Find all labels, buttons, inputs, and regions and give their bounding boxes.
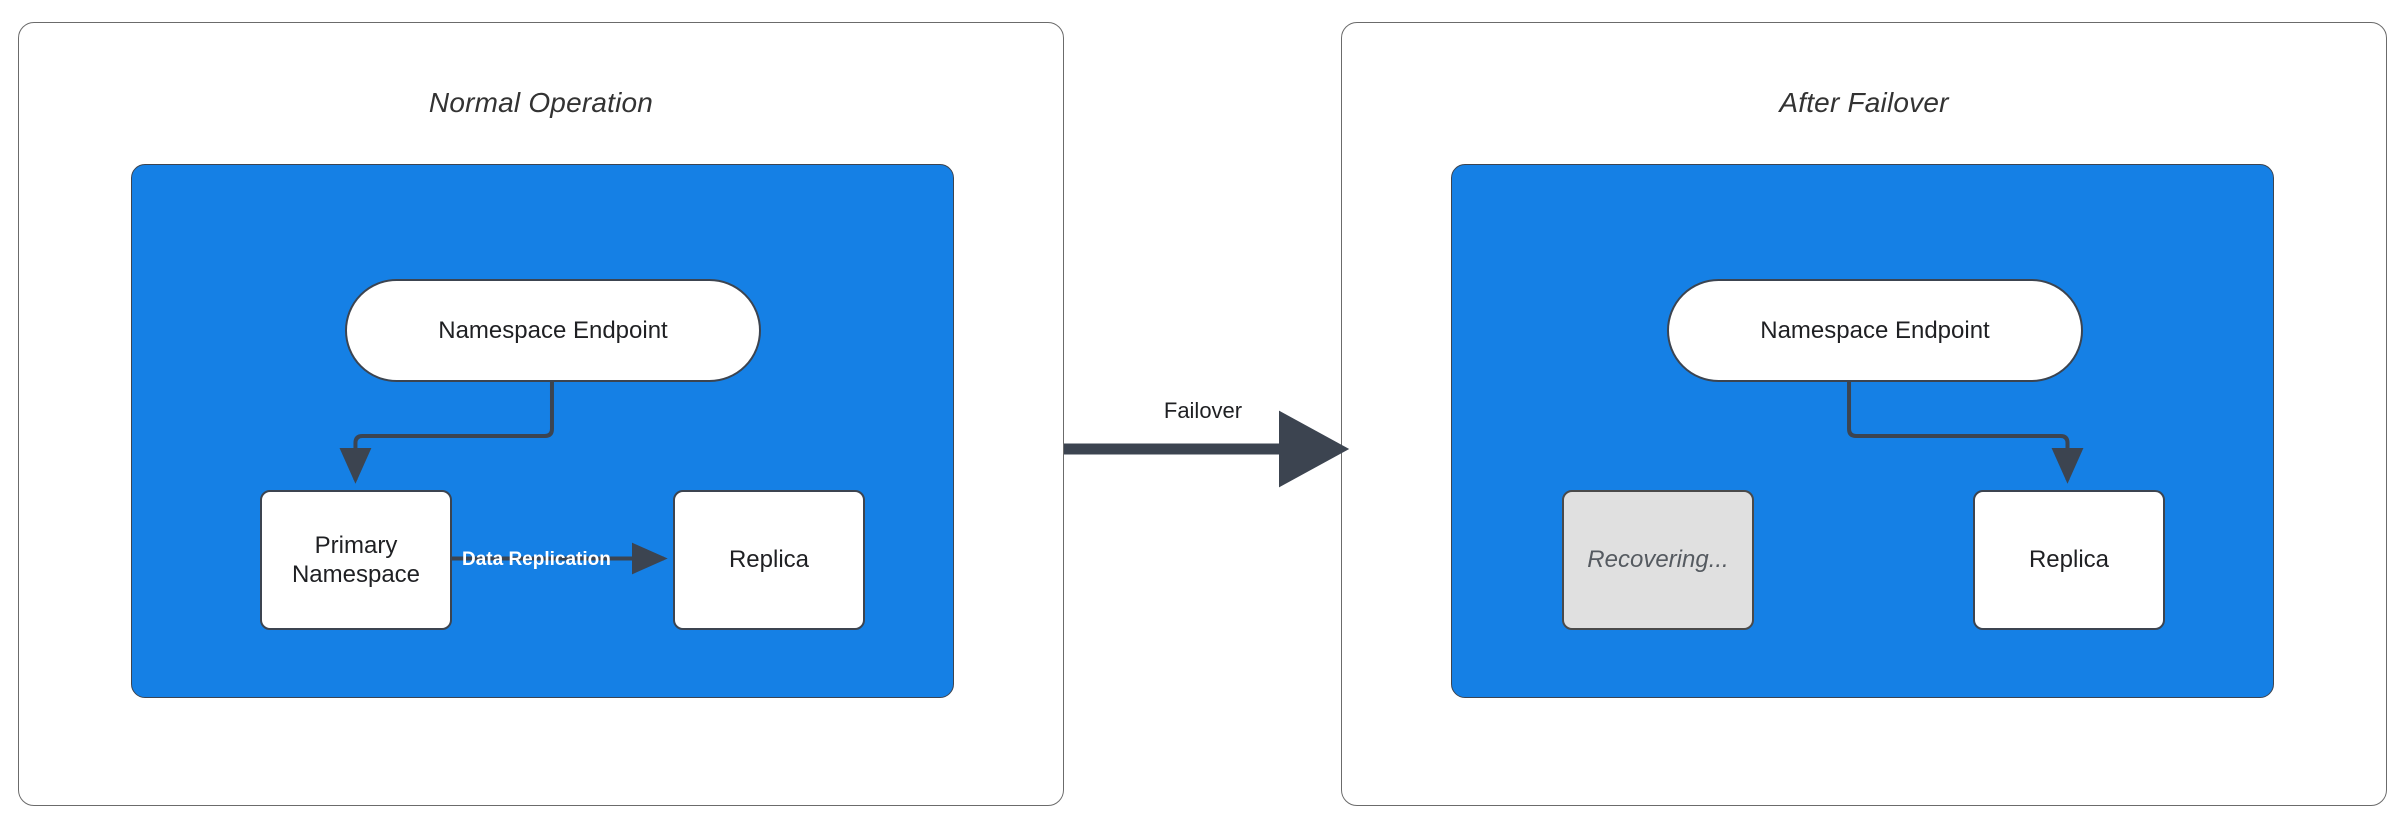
edge-endpoint-to-replica [1847,381,2084,484]
node-namespace-endpoint-normal[interactable]: Namespace Endpoint [345,279,761,382]
availability-zone-failover: Namespace Endpoint Recovering... Replica [1451,164,2274,698]
node-replica-failover[interactable]: Replica [1973,490,2165,630]
panel-title-after-failover: After Failover [1779,87,1949,118]
node-replica-normal[interactable]: Replica [673,490,865,630]
availability-zone-normal: Namespace Endpoint Primary Namespace Rep… [131,164,954,698]
node-label: Replica [728,546,810,574]
panel-normal-operation: Normal Operation Namespac [18,22,1064,806]
node-label: Namespace Endpoint [438,316,668,344]
node-label: Recovering... [1587,546,1729,574]
node-label-line-2: Namespace [291,561,421,588]
node-label: Namespace Endpoint [1760,316,1990,344]
node-recovering[interactable]: Recovering... [1562,490,1754,630]
node-primary-namespace[interactable]: Primary Namespace [260,490,452,630]
failover-label: Failover [1163,398,1243,423]
panel-after-failover: After Failover Namespace Endpoint Recove… [1341,22,2387,806]
panel-title-normal-operation: Normal Operation [428,87,654,118]
node-label-multiline: Primary Namespace [292,531,420,590]
edge-endpoint-to-primary [339,381,554,484]
node-namespace-endpoint-failover[interactable]: Namespace Endpoint [1667,279,2083,382]
failover-arrow-icon [1064,410,1350,488]
edge-label-data-replication: Data Replication [462,549,611,570]
node-label-line-1: Primary [314,531,398,559]
node-label: Replica [2028,546,2110,574]
failover-transition: Failover [1064,398,1350,498]
